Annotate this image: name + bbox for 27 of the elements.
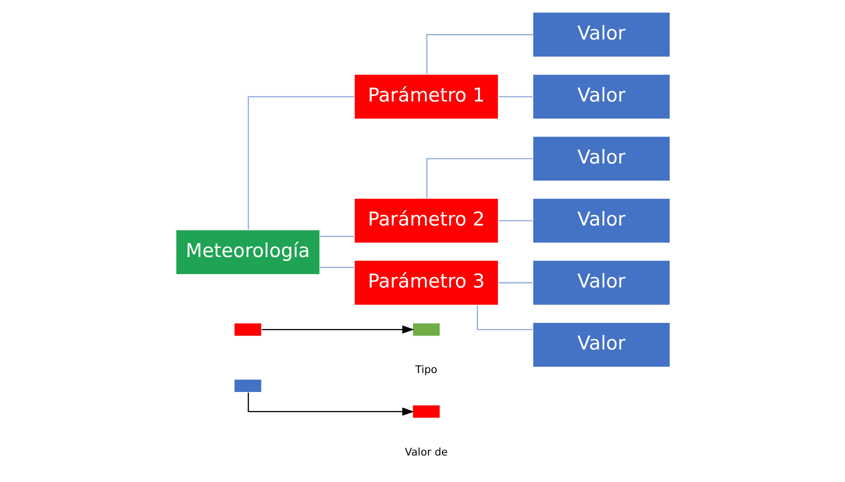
connector (498, 96, 532, 98)
connector (498, 220, 532, 222)
arrow (247, 392, 414, 416)
node-box: Valor (532, 198, 670, 244)
node-box: Valor (532, 12, 670, 58)
node-box (233, 322, 262, 337)
label: Valor de (404, 446, 448, 458)
connector (426, 158, 532, 198)
node-box: Valor (532, 136, 670, 182)
connector (247, 96, 354, 230)
node-box: Parámetro 1 (353, 74, 498, 120)
arrow (261, 325, 414, 334)
node-box: Meteorología (174, 229, 320, 276)
connector (498, 282, 532, 284)
connector (319, 266, 354, 268)
node-box (233, 378, 262, 393)
node-box: Parámetro 3 (353, 260, 498, 306)
node-box: Valor (532, 260, 670, 306)
connector (319, 236, 354, 238)
connector (476, 305, 532, 330)
connector (426, 34, 532, 74)
label: Tipo (414, 364, 437, 376)
node-box (412, 404, 440, 419)
node-box: Valor (532, 322, 670, 368)
node-box: Valor (532, 74, 670, 120)
node-box: Parámetro 2 (353, 198, 498, 244)
node-box (412, 322, 440, 337)
